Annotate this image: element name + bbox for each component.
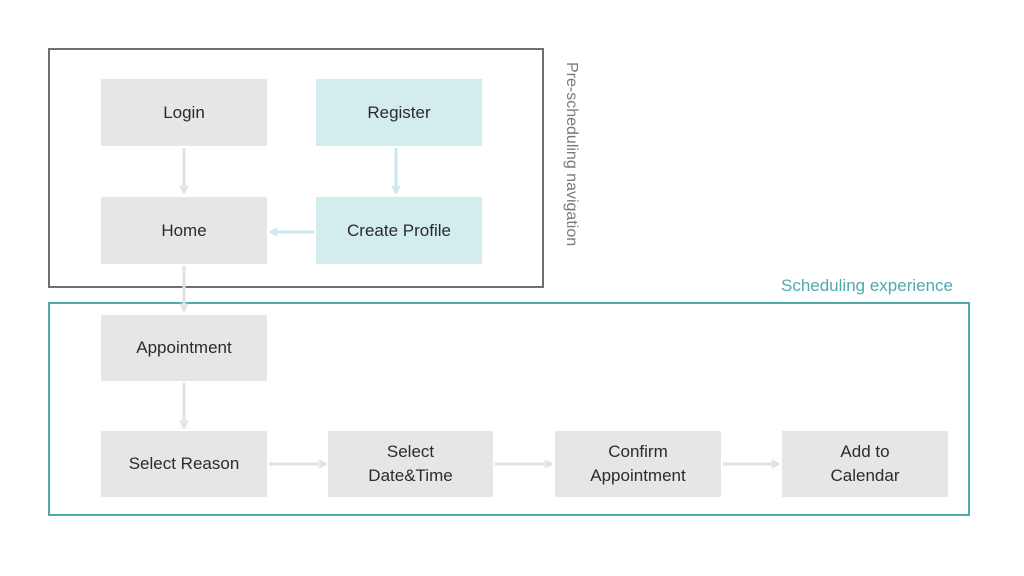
node-add-to-calendar: Add to Calendar	[782, 431, 948, 497]
node-register: Register	[316, 79, 482, 146]
node-select-datetime: Select Date&Time	[328, 431, 493, 497]
node-appointment-label: Appointment	[136, 338, 232, 357]
node-create-profile: Create Profile	[316, 197, 482, 264]
node-select-reason-label: Select Reason	[128, 454, 240, 473]
scheduling-frame	[48, 302, 970, 516]
node-confirm-appointment-label: Confirm Appointment	[590, 442, 686, 485]
node-login: Login	[101, 79, 267, 146]
pre-scheduling-label: Pre-scheduling navigation	[563, 62, 580, 247]
node-appointment: Appointment	[101, 315, 267, 381]
node-register-label: Register	[367, 102, 431, 122]
node-create-profile-label: Create Profile	[347, 220, 451, 240]
node-select-reason: Select Reason	[101, 431, 267, 497]
node-select-datetime-label: Select Date&Time	[368, 442, 453, 485]
node-confirm-appointment: Confirm Appointment	[555, 431, 721, 497]
node-home: Home	[101, 197, 267, 264]
pre-scheduling-frame	[48, 48, 544, 288]
scheduling-label: Scheduling experience	[780, 276, 953, 295]
node-login-label: Login	[163, 102, 205, 122]
node-add-to-calendar-label: Add to Calendar	[830, 442, 900, 485]
node-home-label: Home	[161, 220, 207, 240]
